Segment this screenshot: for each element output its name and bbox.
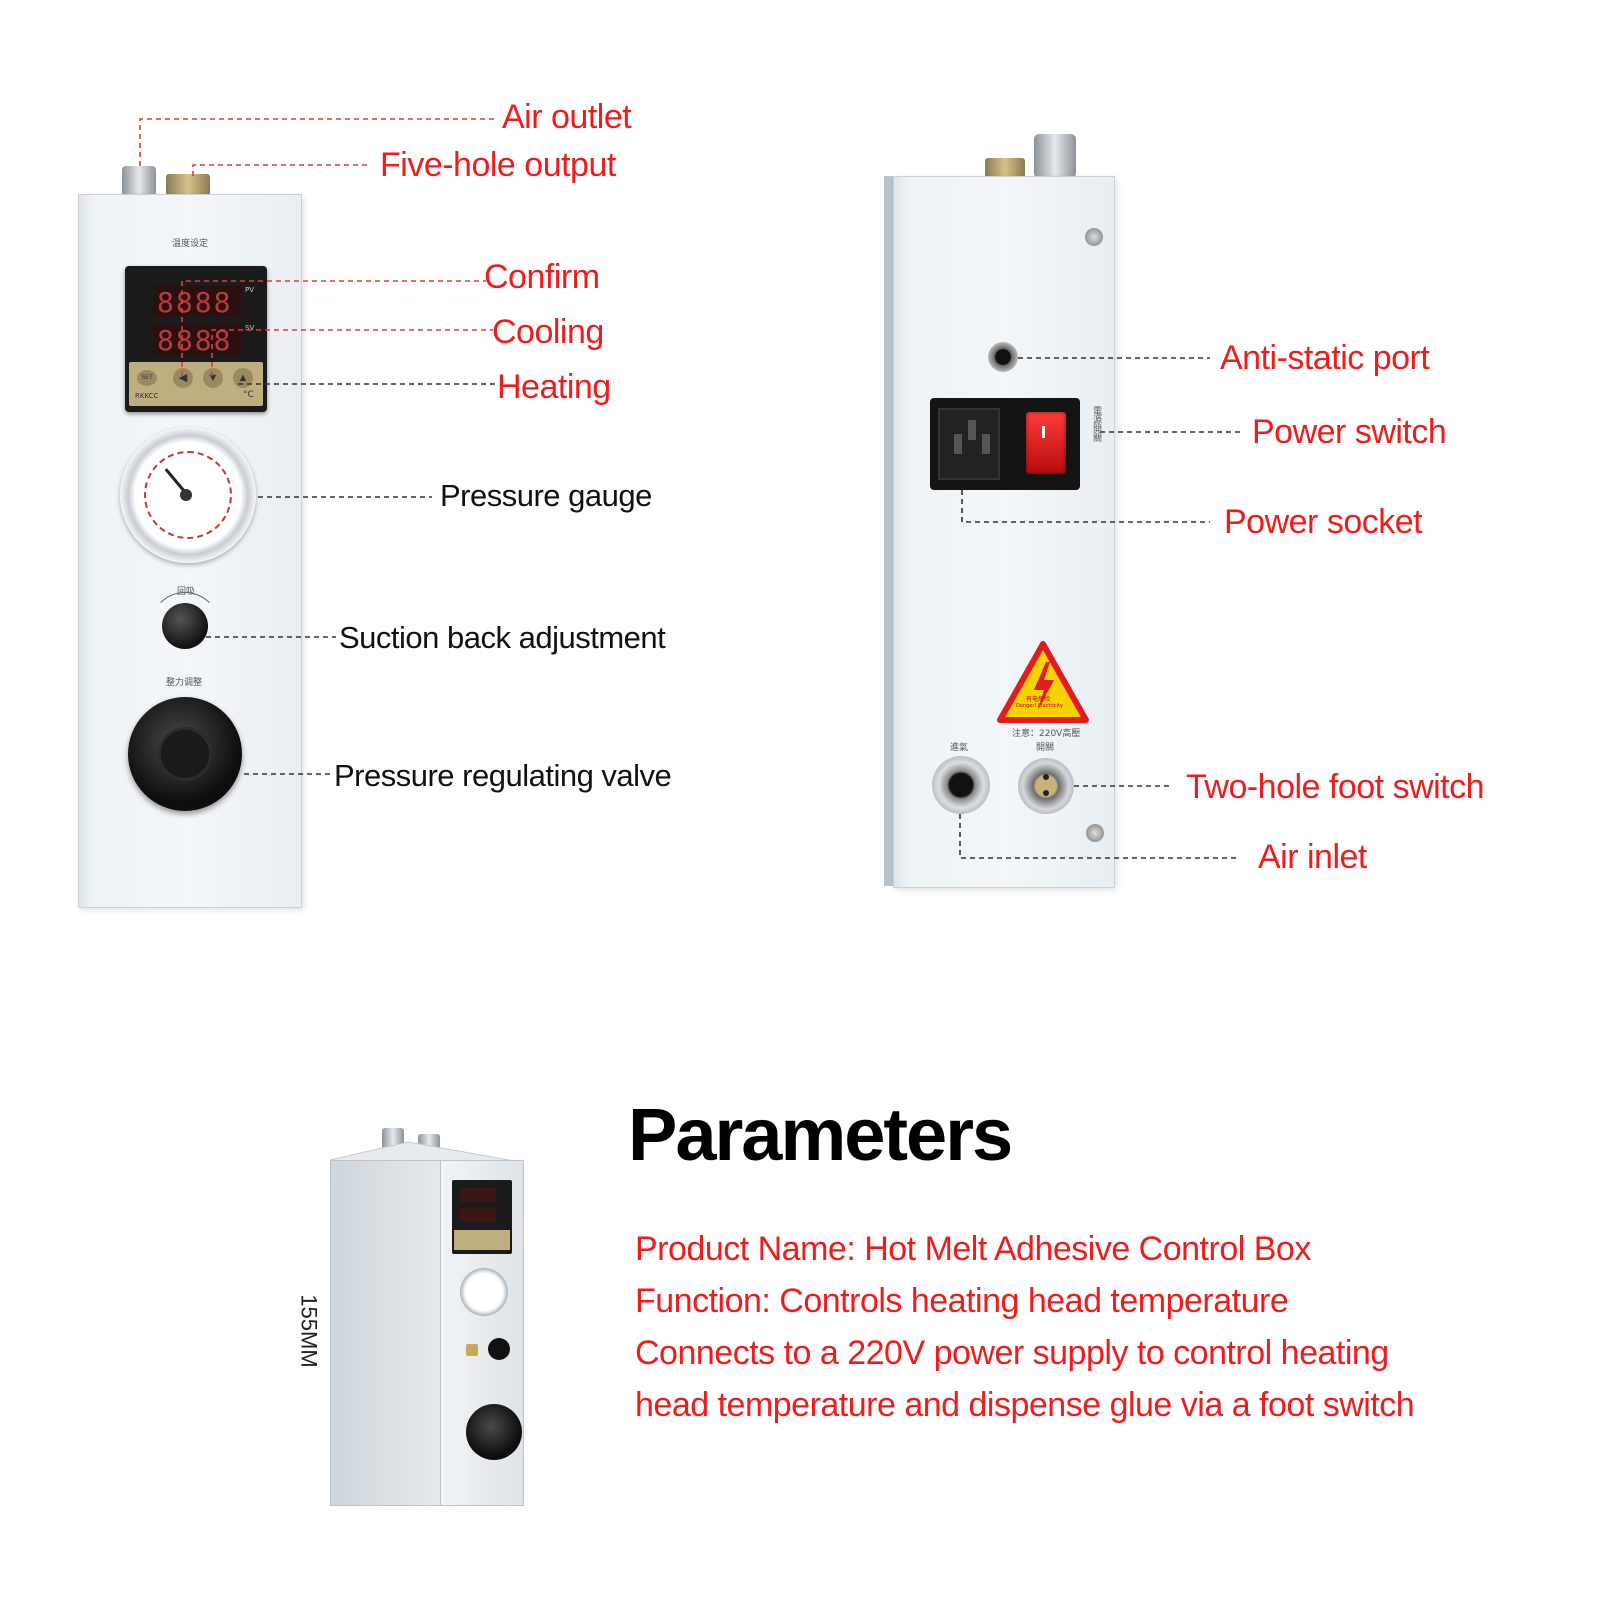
- back-side-edge: [884, 176, 894, 886]
- power-socket[interactable]: [938, 408, 1000, 480]
- label-confirm: Confirm: [484, 258, 600, 296]
- label-cooling: Cooling: [492, 313, 604, 351]
- temperature-controller: 8888 PV 8888 SV SET ◀ ▼ ▲ RKKCC °C: [125, 266, 267, 412]
- valve-cap: [158, 727, 212, 781]
- param-line-3: Connects to a 220V power supply to contr…: [635, 1334, 1389, 1372]
- label-suction-back: Suction back adjustment: [339, 620, 666, 655]
- voltage-note-label: 注意：220V高壓: [1012, 729, 1081, 739]
- foot-switch-pin-bottom: [1043, 790, 1049, 796]
- cooling-button[interactable]: ▼: [203, 368, 223, 388]
- two-hole-foot-switch-port[interactable]: [1018, 758, 1074, 814]
- back-top-fitting-brass: [985, 158, 1025, 178]
- pv-display: 8888: [153, 286, 241, 319]
- label-heating: Heating: [497, 368, 611, 406]
- bottom-screw: [1086, 824, 1104, 842]
- suction-knob-arc: [150, 592, 220, 662]
- label-power-socket: Power socket: [1224, 503, 1423, 541]
- heating-button[interactable]: ▲: [233, 368, 253, 388]
- label-five-hole-output: Five-hole output: [380, 146, 616, 184]
- product-box-side: [330, 1160, 442, 1506]
- param-line-1: Product Name: Hot Melt Adhesive Control …: [635, 1230, 1311, 1268]
- back-top-fitting-steel: [1034, 134, 1076, 178]
- dimension-label: 155MM: [296, 1294, 322, 1368]
- electric-warning-sign: [997, 641, 1089, 723]
- foot-switch-pin-top: [1043, 774, 1049, 780]
- parameters-title: Parameters: [628, 1093, 1013, 1176]
- switch-cn-label: 開關: [1036, 743, 1055, 753]
- product-button-strip: [454, 1230, 510, 1250]
- pressure-adjust-label: 整力调整: [166, 678, 203, 688]
- warning-en-label: Danger! Electricity: [1016, 703, 1063, 709]
- label-pressure-valve: Pressure regulating valve: [334, 758, 672, 793]
- power-module: [930, 398, 1080, 490]
- power-switch-cn-label: 電源開關: [1091, 406, 1101, 442]
- warning-cn-label: 有电危险: [1026, 696, 1051, 703]
- product-suction-knob: [488, 1338, 510, 1360]
- label-anti-static-port: Anti-static port: [1220, 339, 1430, 377]
- confirm-button[interactable]: ◀: [173, 368, 193, 388]
- label-air-inlet: Air inlet: [1258, 838, 1367, 876]
- socket-pin-left: [954, 434, 962, 454]
- sv-display: 8888: [153, 324, 241, 357]
- power-switch[interactable]: [1026, 412, 1066, 474]
- product-gauge: [460, 1268, 508, 1316]
- product-display-bottom: [460, 1208, 496, 1222]
- pressure-regulating-valve[interactable]: [128, 697, 242, 811]
- set-button[interactable]: SET: [137, 370, 157, 386]
- param-line-2: Function: Controls heating head temperat…: [635, 1282, 1289, 1320]
- top-screw: [1085, 228, 1103, 246]
- param-line-4: head temperature and dispense glue via a…: [635, 1386, 1415, 1424]
- product-valve: [466, 1404, 522, 1460]
- label-pressure-gauge: Pressure gauge: [440, 478, 652, 513]
- five-hole-output-fitting: [166, 174, 210, 196]
- gauge-face: [144, 451, 232, 539]
- temp-set-label: 温度设定: [172, 239, 209, 249]
- socket-pin-right: [982, 434, 990, 454]
- unit-label: °C: [243, 390, 254, 400]
- label-power-switch: Power switch: [1252, 413, 1447, 451]
- brand-label: RKKCC: [135, 392, 159, 400]
- gauge-hub: [180, 489, 192, 501]
- socket-pin-ground: [968, 420, 976, 440]
- product-brass-fitting: [466, 1344, 478, 1356]
- pressure-gauge: [120, 427, 256, 563]
- air-outlet-fitting: [122, 166, 156, 196]
- back-panel: [893, 176, 1115, 888]
- product-display-top: [460, 1188, 496, 1202]
- air-inlet-port[interactable]: [932, 756, 990, 814]
- label-air-outlet: Air outlet: [502, 98, 632, 136]
- air-in-cn-label: 進氣: [950, 743, 969, 753]
- label-foot-switch: Two-hole foot switch: [1186, 768, 1485, 806]
- product-controller: [452, 1180, 512, 1254]
- anti-static-port[interactable]: [988, 342, 1018, 372]
- power-switch-on-mark: [1042, 426, 1045, 438]
- controller-button-strip: SET ◀ ▼ ▲ RKKCC °C: [129, 362, 263, 406]
